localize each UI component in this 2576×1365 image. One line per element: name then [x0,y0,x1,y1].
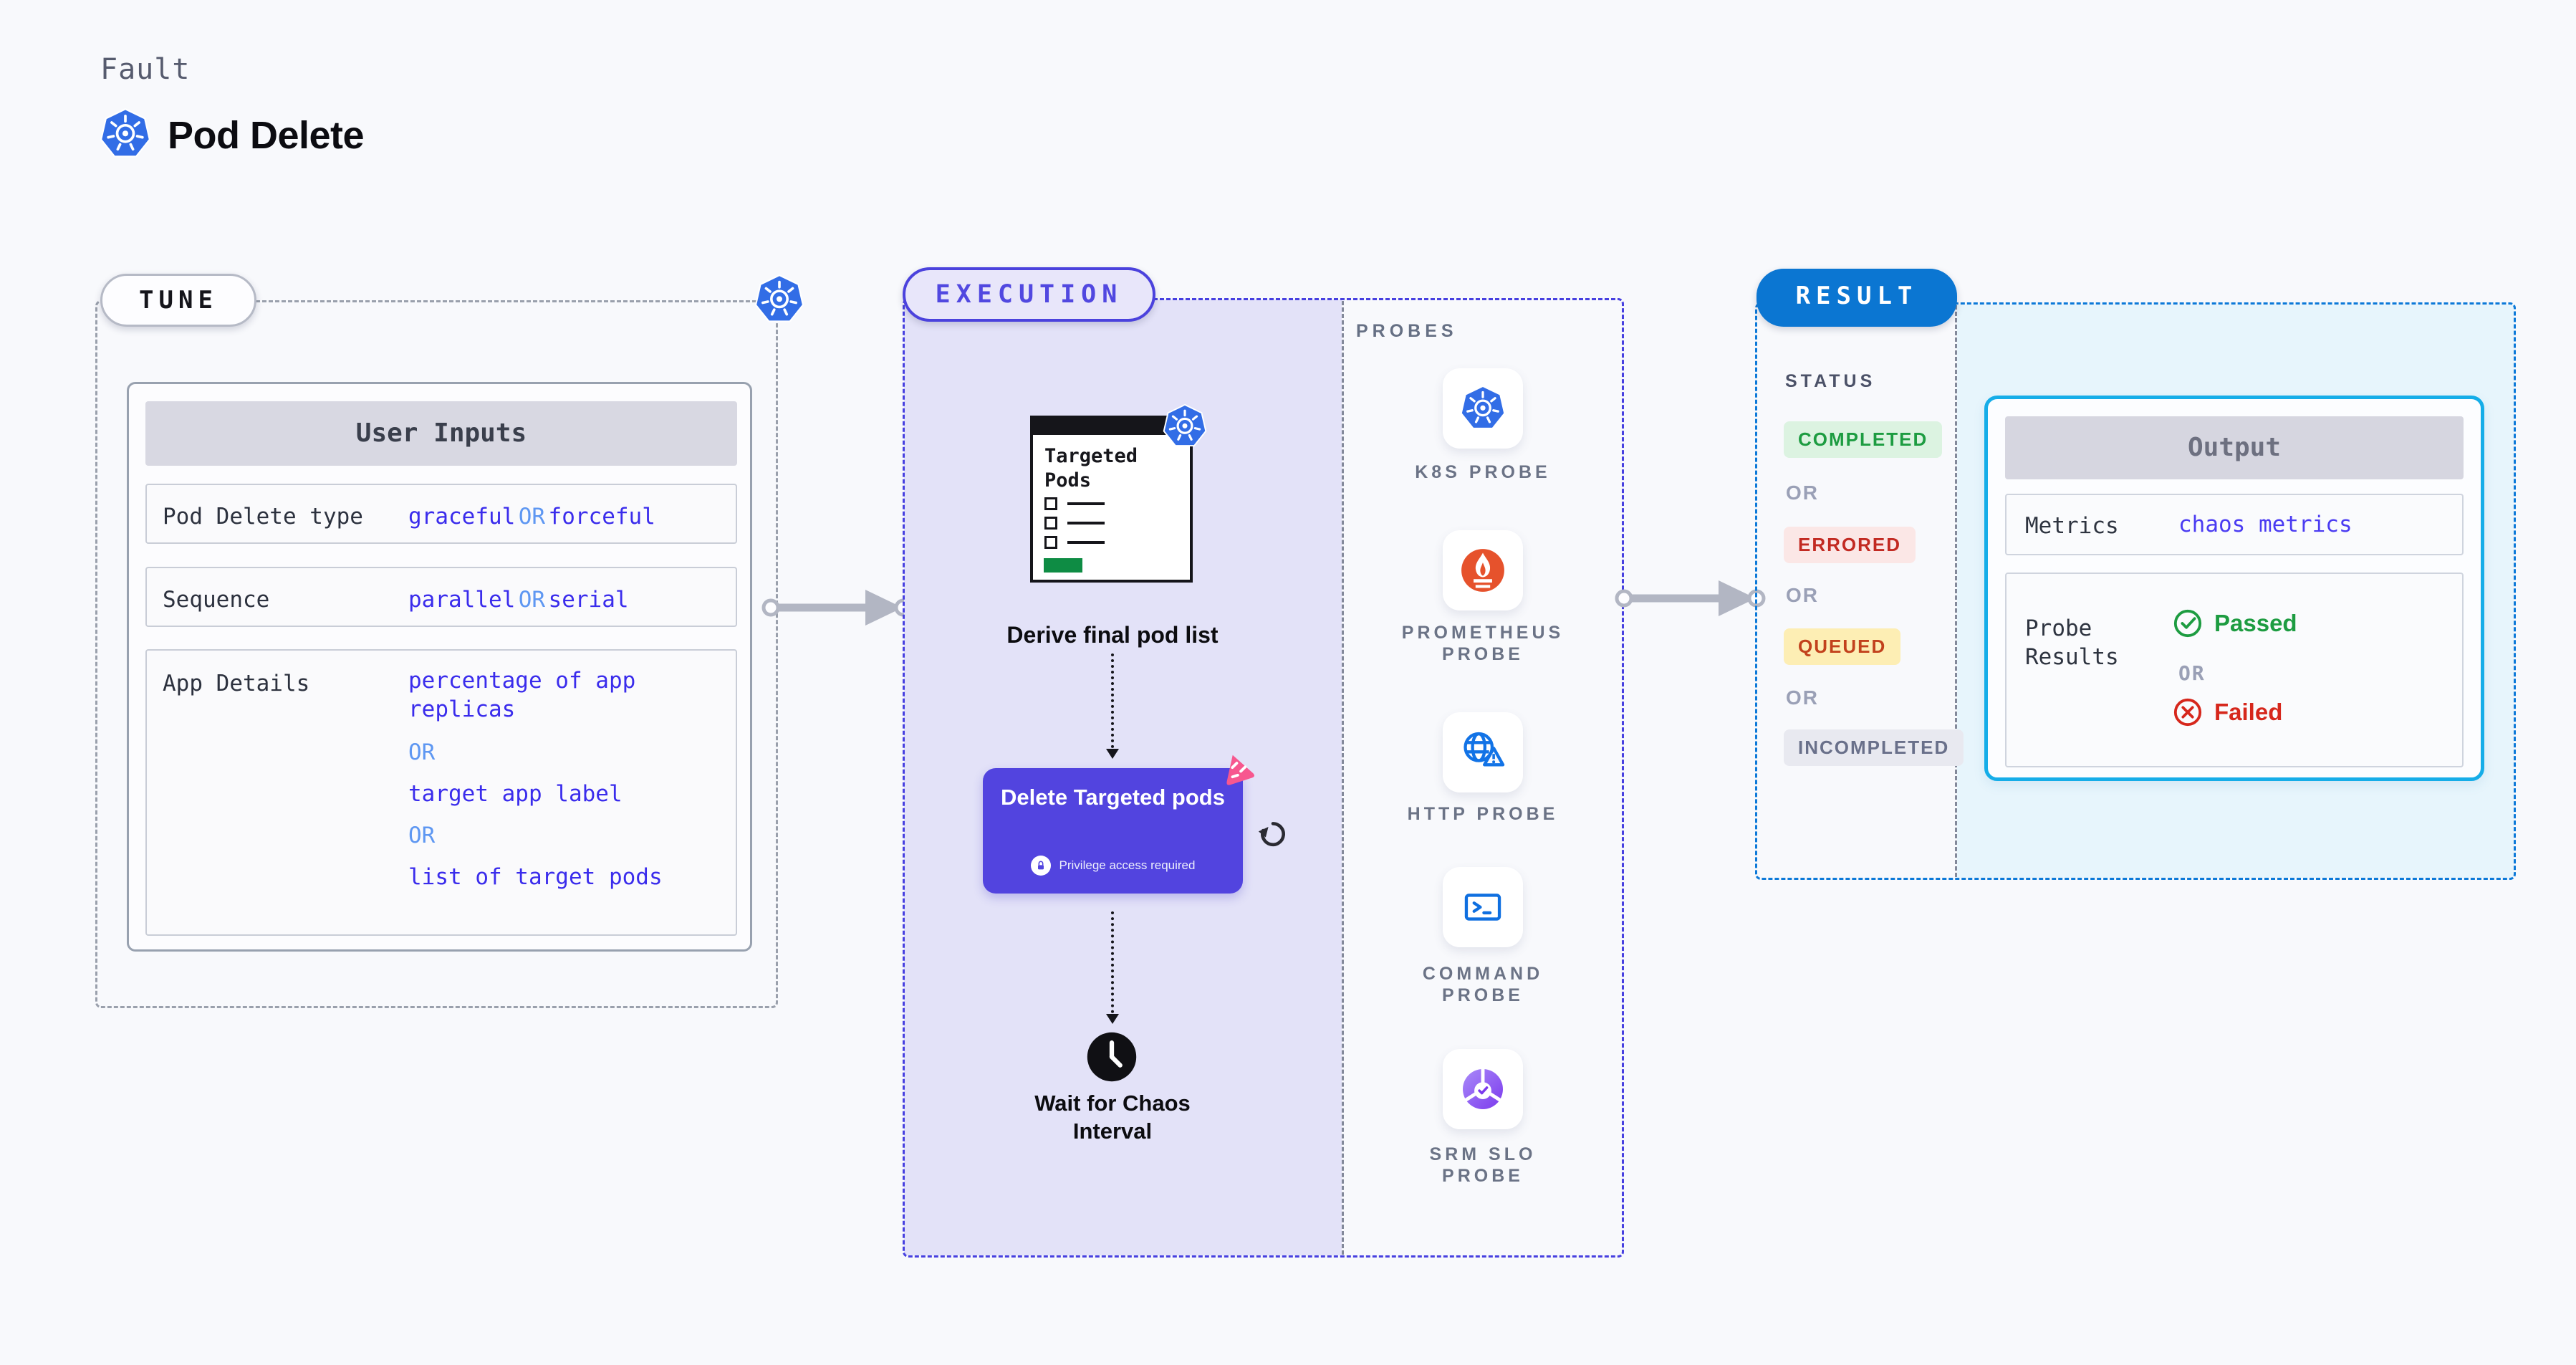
delete-button-label: Delete Targeted pods [1001,785,1225,810]
passed-result: Passed [2173,608,2297,638]
derive-pod-list-step: Derive final pod list [1006,622,1219,648]
or-separator: OR [518,587,546,613]
wait-chaos-interval-step: Wait for Chaos Interval [1034,1091,1191,1144]
option-value: forceful [548,504,655,530]
option-value: target app label [408,781,623,807]
checkbox-line [1067,502,1105,505]
or-separator: OR [1786,686,1819,709]
result-status-divider [1955,305,1957,877]
probe-card-srm-slo[interactable] [1443,1049,1523,1129]
or-separator: OR [518,504,546,530]
x-circle-icon [2173,698,2202,727]
tune-badge[interactable]: TUNE [100,274,256,327]
probe-label: SRM SLO PROBE [1429,1144,1537,1186]
http-globe-icon [1457,727,1509,778]
result-badge[interactable]: RESULT [1756,269,1957,327]
kubernetes-icon [754,274,804,323]
table-row-sequence: Sequence parallel OR serial [145,567,737,627]
checkbox-icon [1044,517,1057,530]
status-badge-completed: COMPLETED [1784,421,1943,458]
arrowhead-icon [1106,1014,1119,1030]
probes-header: PROBES [1356,321,1458,341]
failed-label: Failed [2214,699,2283,725]
privilege-note: Privilege access required [983,856,1243,876]
kubernetes-icon [100,107,151,158]
check-circle-icon [2173,609,2202,638]
kubernetes-icon [1460,385,1506,430]
status-badge-errored: ERRORED [1784,527,1916,563]
output-card: Output Metrics chaos metrics Probe Resul… [1984,396,2484,781]
retry-loop-icon[interactable] [1257,819,1289,851]
clock-icon [1087,1032,1137,1082]
pods-card-titlebar [1033,418,1190,435]
option-value: percentage of app replicas [408,668,636,722]
execution-to-result-arrow [1614,573,1766,624]
failed-result: Failed [2173,697,2282,727]
checkbox-icon [1044,536,1057,549]
lock-icon [1030,856,1051,876]
probe-label: PROMETHEUS PROBE [1401,623,1565,664]
progress-bar [1044,558,1082,573]
srm-slo-icon [1458,1064,1508,1114]
output-header: Output [2005,416,2464,479]
row-label: Metrics [2025,513,2119,539]
row-label: App Details [163,671,310,696]
flow-arrow-down [1106,653,1119,759]
row-value: graceful OR forceful [408,504,655,530]
or-separator: OR [1786,482,1819,504]
result-section [1755,302,2516,880]
execution-section [903,298,1624,1258]
status-badge-queued: QUEUED [1784,628,1901,665]
option-value: parallel [408,587,516,613]
privilege-note-label: Privilege access required [1059,858,1196,872]
or-separator: OR [1786,584,1819,606]
execution-probes-divider [1342,301,1344,1255]
delete-targeted-pods-button[interactable]: Delete Targeted pods Privilege access re… [983,768,1243,894]
option-value: list of target pods [408,864,663,890]
pods-card-title: Targeted Pods [1044,445,1138,492]
execution-badge[interactable]: EXECUTION [903,267,1155,322]
tune-section [95,300,778,1008]
option-value: serial [548,587,629,613]
prometheus-icon [1461,549,1504,592]
user-inputs-card: User Inputs Pod Delete type graceful OR … [127,382,752,952]
probe-label: COMMAND PROBE [1422,964,1544,1005]
chaos-metrics-link[interactable]: chaos metrics [2178,512,2352,537]
table-row-pod-delete-type: Pod Delete type graceful OR forceful [145,484,737,544]
flow-arrow-down [1106,911,1119,1024]
probe-card-http[interactable] [1443,712,1523,792]
arrowhead-icon [1106,749,1119,765]
probe-label: HTTP PROBE [1407,804,1559,824]
probe-card-prometheus[interactable] [1443,530,1523,610]
probe-card-command[interactable] [1443,867,1523,947]
passed-label: Passed [2214,610,2297,636]
status-badge-incompleted: INCOMPLETED [1784,729,1964,766]
probe-card-k8s[interactable] [1443,368,1523,449]
status-header: STATUS [1785,371,1876,391]
checkbox-line [1067,541,1105,544]
fault-eyebrow: Fault [100,53,191,86]
kubernetes-icon [1163,403,1207,447]
user-inputs-header: User Inputs [145,401,737,466]
checkbox-icon [1044,497,1057,510]
table-row-app-details: App Details percentage of app replicas O… [145,649,737,936]
tune-to-execution-arrow [761,582,913,633]
targeted-pods-card: Targeted Pods [1030,416,1193,583]
probe-label: K8S PROBE [1415,462,1551,482]
page-title: Pod Delete [168,114,365,157]
output-row-probe-results: Probe Results Passed OR Failed [2005,573,2464,767]
chaos-logo-icon [1226,755,1255,785]
row-value: parallel OR serial [408,587,629,613]
checkbox-line [1067,522,1105,525]
row-label: Probe Results [2025,616,2119,670]
or-separator: OR [408,823,436,848]
output-row-metrics: Metrics chaos metrics [2005,494,2464,555]
row-label: Pod Delete type [163,504,363,530]
option-value: graceful [408,504,516,530]
or-separator: OR [408,739,436,765]
row-value: percentage of app replicas OR target app… [408,666,702,890]
row-label: Sequence [163,587,270,613]
terminal-icon [1457,881,1509,933]
or-separator: OR [2178,661,2206,685]
